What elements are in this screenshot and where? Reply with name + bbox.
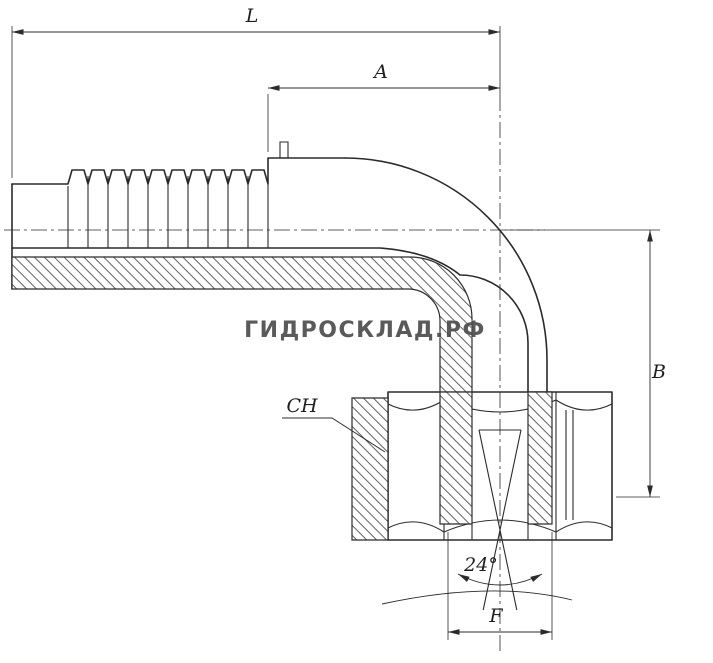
barbed-shank-profile [11,157,346,185]
elbow-outer-curve [344,157,548,393]
collar-tab [279,141,289,158]
barb-ridge-lines [67,176,269,248]
dim-label-B: B [651,361,666,383]
fitting-body [11,141,548,393]
dim-label-CH: CH [286,395,318,417]
angle-wide-arc [381,590,573,605]
dim-label-F: F [488,605,503,627]
dimension-L: L [11,5,501,178]
sectioned-nipple-wall-left [439,391,473,525]
watermark-text: ГИДРОСКЛАД.РФ [244,318,486,343]
dim-label-L: L [245,5,259,27]
dim-CH-leader [282,417,386,453]
nut-bottom-chamfer-arcs [387,519,613,533]
dimension-A: A [267,61,500,152]
nut-thread-lines [565,410,574,520]
dimension-B: B [505,229,666,498]
sectioned-flange [351,397,389,541]
angle-dimension-24: 24° [381,554,573,605]
angle-label: 24° [463,554,498,576]
bore-line [11,247,529,393]
dimension-CH: CH [282,395,386,453]
sectioned-wall-strip [11,256,473,393]
dim-label-A: A [372,61,388,83]
hatched-sections [11,256,553,541]
nut-bore-opening-lines [471,524,529,540]
dimension-F: F [447,532,553,640]
sectioned-nipple-wall-right [527,391,553,525]
centerlines [4,95,545,655]
angle-arc [457,573,543,586]
